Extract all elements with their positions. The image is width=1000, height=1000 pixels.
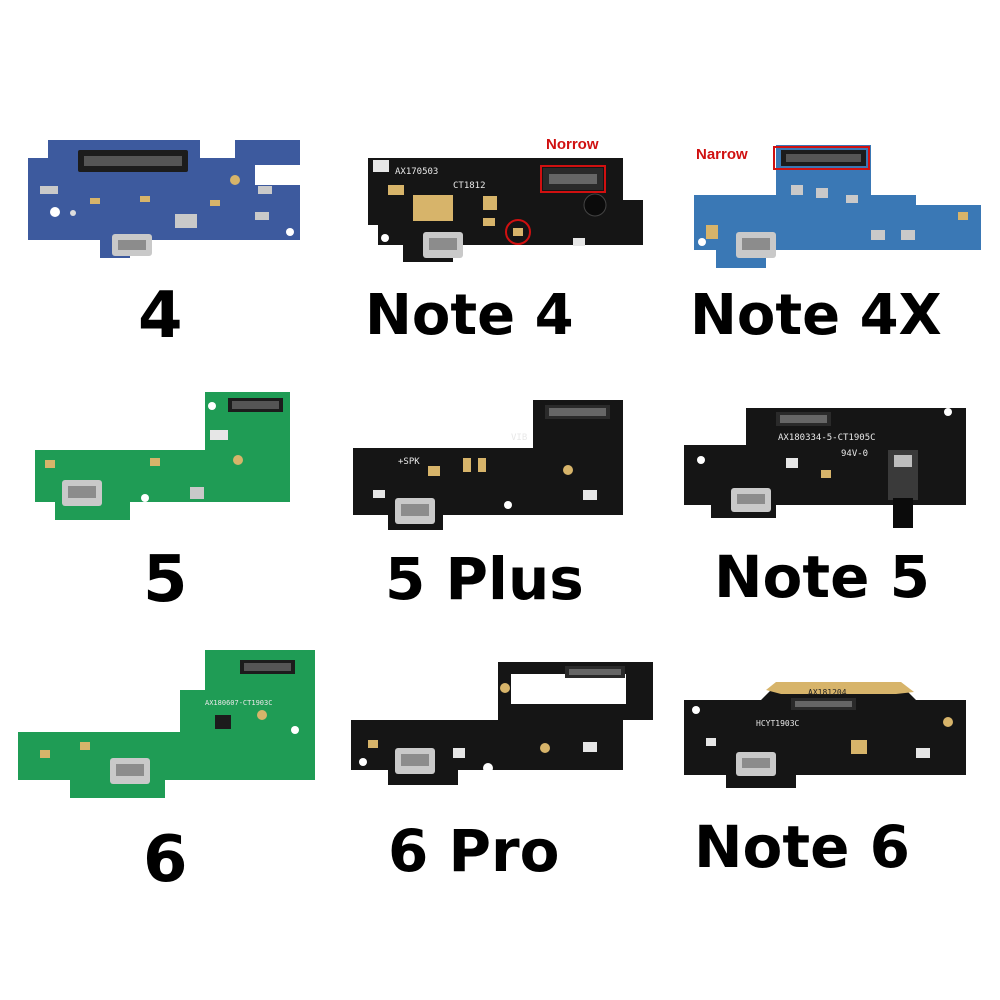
pcb-board-black: AX181204 HCYT1903C	[684, 682, 966, 788]
model-label: 6 Pro	[388, 817, 560, 885]
model-label: Note 5	[714, 543, 930, 611]
annotation-label: Norrow	[546, 136, 599, 153]
model-label: 5 Plus	[385, 545, 584, 613]
pcb-board-black: +SPK VIB	[353, 400, 623, 530]
tile-4: 4	[0, 0, 333, 348]
tile-6: AX180607-CT1903C 6	[0, 630, 333, 1000]
silkscreen-text: AX170503	[395, 167, 438, 177]
pcb-board-green	[35, 392, 290, 520]
pcb-board-black: AX170503 CT1812	[368, 158, 643, 262]
silkscreen-text: +SPK	[398, 457, 420, 467]
tile-note-5: AX180334-5-CT1905C 94V-0 Note 5	[666, 330, 1000, 630]
tile-5: 5	[0, 330, 333, 630]
silkscreen-text-2: CT1812	[453, 181, 486, 191]
pcb-board-green: AX180607-CT1903C	[18, 650, 315, 798]
silkscreen-text-2: VIB	[511, 433, 527, 443]
pcb-board-light-blue	[694, 145, 981, 268]
silkscreen-text-2: 94V-0	[841, 449, 868, 459]
model-label: 6	[143, 823, 188, 897]
tile-5-plus: +SPK VIB 5 Plus	[333, 330, 666, 630]
model-label: 5	[143, 543, 188, 617]
tile-note-4: AX170503 CT1812 Norrow Note 4	[333, 0, 666, 344]
tile-6-pro: 6 Pro	[333, 630, 666, 1000]
pcb-board-black	[351, 662, 653, 785]
silkscreen-text: AX180607-CT1903C	[205, 699, 272, 707]
model-label: Note 6	[694, 813, 910, 881]
annotation-label: Narrow	[696, 146, 748, 163]
silkscreen-text: AX181204	[808, 688, 847, 697]
model-label: 4	[138, 279, 183, 353]
silkscreen-text: AX180334-5-CT1905C	[778, 433, 876, 443]
silkscreen-text-2: HCYT1903C	[756, 719, 800, 728]
model-label: Note 4	[365, 283, 574, 348]
model-label: Note 4X	[690, 283, 942, 348]
tile-note-4x: Narrow Note 4X	[666, 0, 1000, 344]
tile-note-6: AX181204 HCYT1903C Note 6	[666, 630, 1000, 1000]
pcb-board-blue	[28, 140, 300, 258]
pcb-board-black: AX180334-5-CT1905C 94V-0	[684, 408, 966, 528]
